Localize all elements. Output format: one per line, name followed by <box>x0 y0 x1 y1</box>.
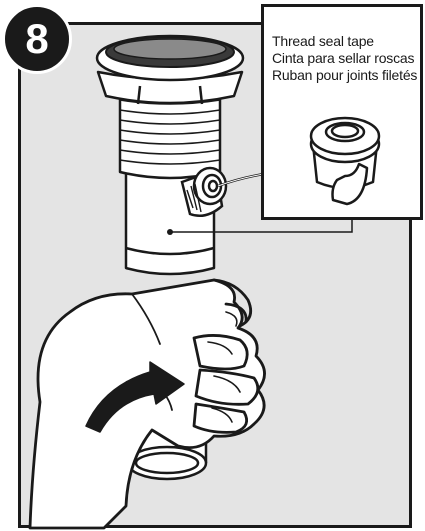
thread-seal-tape-roll-icon <box>261 4 423 220</box>
step-number-badge: 8 <box>2 4 72 74</box>
drain-flange <box>97 36 243 80</box>
thread-seal-tape-callout: Thread seal tape Cinta para sellar rosca… <box>261 4 423 220</box>
hand <box>30 280 265 528</box>
step-number: 8 <box>25 18 48 60</box>
